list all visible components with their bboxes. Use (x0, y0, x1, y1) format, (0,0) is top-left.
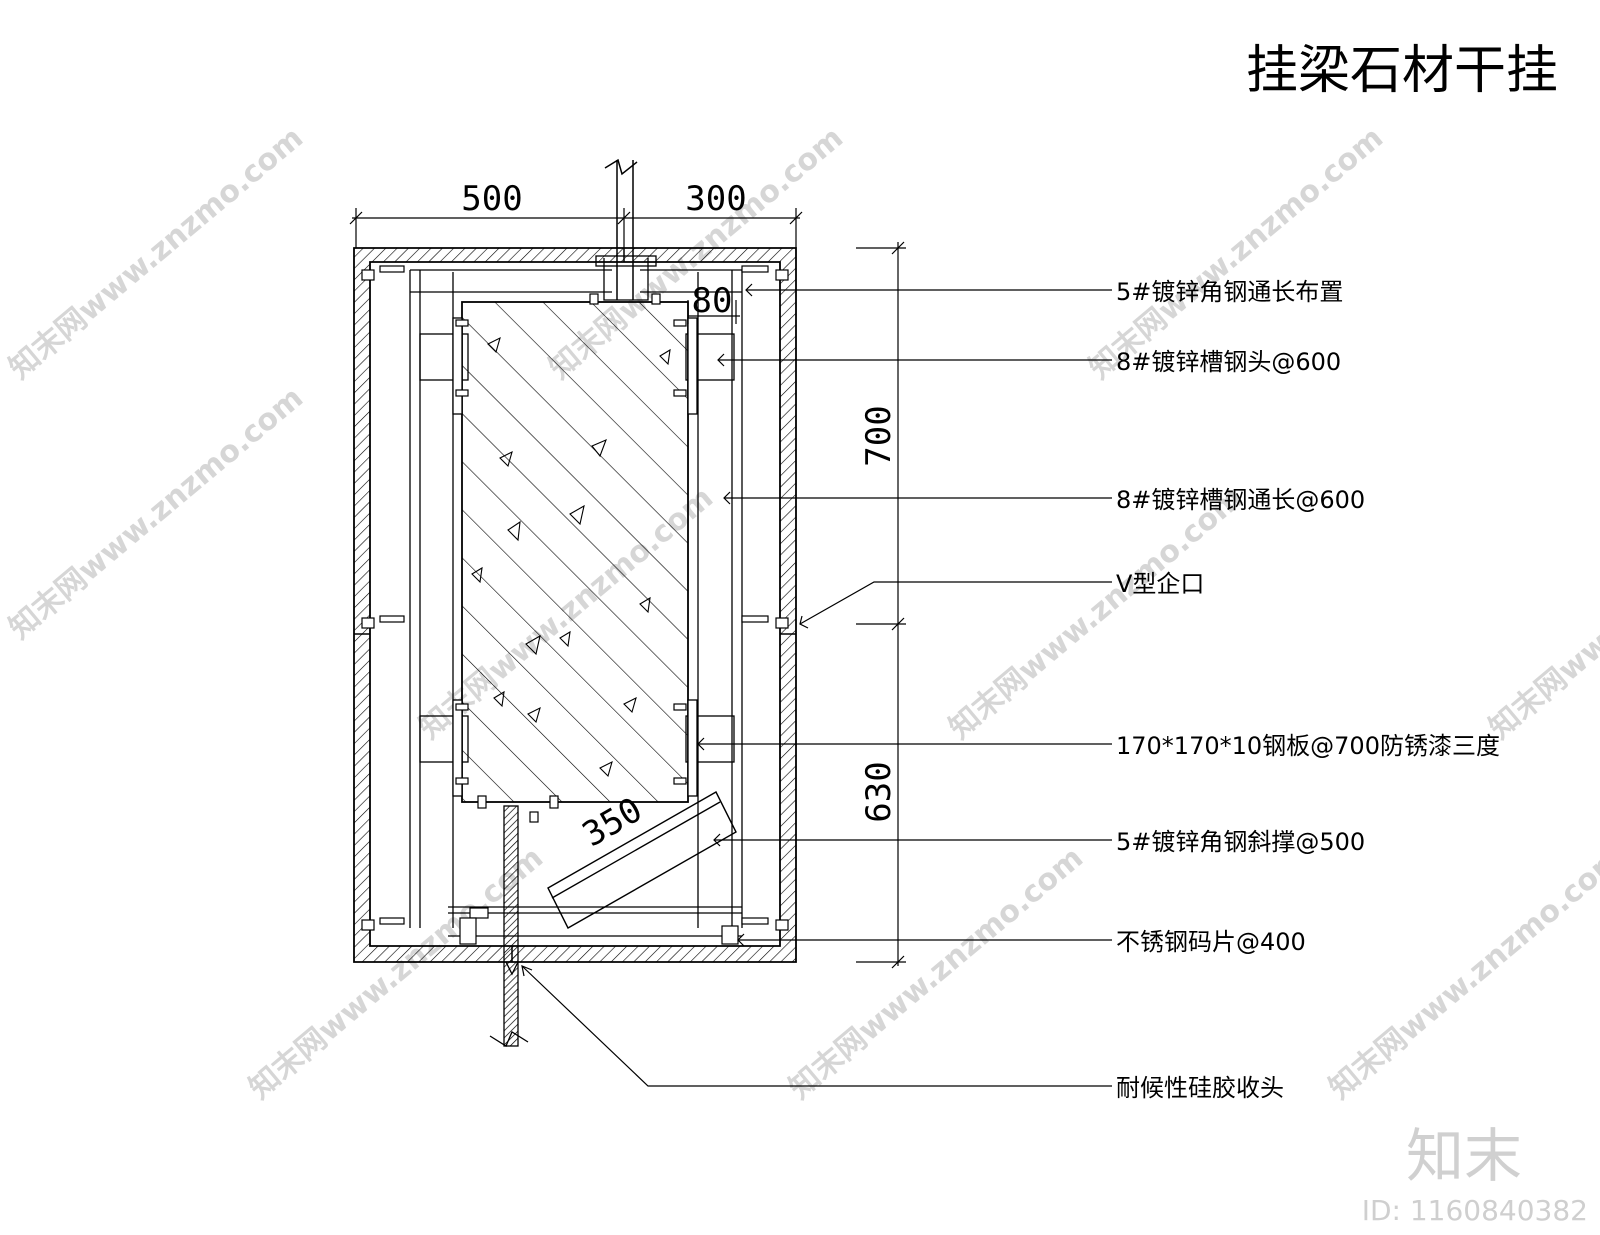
watermark-text: 知末网www.znzmo.com (1083, 120, 1390, 386)
image-id-watermark: ID: 1160840382 (1362, 1194, 1588, 1227)
watermark-text: 知末网www.znzmo.com (943, 480, 1250, 746)
callout-angle-steel: 5#镀锌角钢通长布置 (1116, 278, 1343, 306)
watermark-text: 知末网www.znzmo.com (783, 840, 1090, 1106)
callout-channel-head: 8#镀锌槽钢头@600 (1116, 348, 1341, 376)
concrete-beam (461, 301, 689, 803)
drawing-title: 挂梁石材干挂 (1246, 41, 1558, 101)
callout-stainless-clip: 不锈钢码片@400 (1116, 928, 1306, 956)
watermark-text: 知末网www.znzmo.com (3, 120, 310, 386)
stone-cladding (353, 247, 797, 963)
dimension-80: 80 (692, 281, 733, 321)
callout-channel-full: 8#镀锌槽钢通长@600 (1116, 486, 1365, 514)
steel-plates (452, 317, 698, 797)
dimension-630: 630 (859, 761, 899, 822)
diagonal-brace (547, 791, 737, 929)
leader-lines (521, 283, 1112, 1087)
stainless-clips (361, 265, 789, 945)
watermark-text: 知末网www.znzmo.com (1323, 840, 1600, 1106)
callout-diagonal-brace: 5#镀锌角钢斜撑@500 (1116, 828, 1365, 856)
sealant-strip (489, 805, 529, 1047)
dimension-500: 500 (461, 179, 522, 219)
callout-v-groove: V型企口 (1116, 570, 1204, 598)
anchor-bolts (455, 293, 687, 945)
watermark-text: 知末网www.znzmo.com (3, 380, 310, 646)
dimension-80-line (687, 300, 740, 324)
right-dimension (856, 241, 906, 969)
callout-sealant: 耐候性硅胶收头 (1116, 1074, 1284, 1102)
dimension-700: 700 (859, 405, 899, 466)
watermark-text: 知末网www.znzmo.com (1483, 480, 1600, 746)
dimension-300: 300 (685, 179, 746, 219)
slab-break-line (604, 158, 638, 300)
top-dimension (349, 208, 803, 248)
brand-watermark: 知末 (1406, 1122, 1522, 1190)
watermark-layer: 知末网www.znzmo.com 知末网www.znzmo.com 知末网www… (3, 120, 1600, 1106)
callout-steel-plate: 170*170*10钢板@700防锈漆三度 (1116, 732, 1500, 760)
callout-labels: 5#镀锌角钢通长布置 8#镀锌槽钢头@600 8#镀锌槽钢通长@600 V型企口… (1116, 278, 1500, 1102)
